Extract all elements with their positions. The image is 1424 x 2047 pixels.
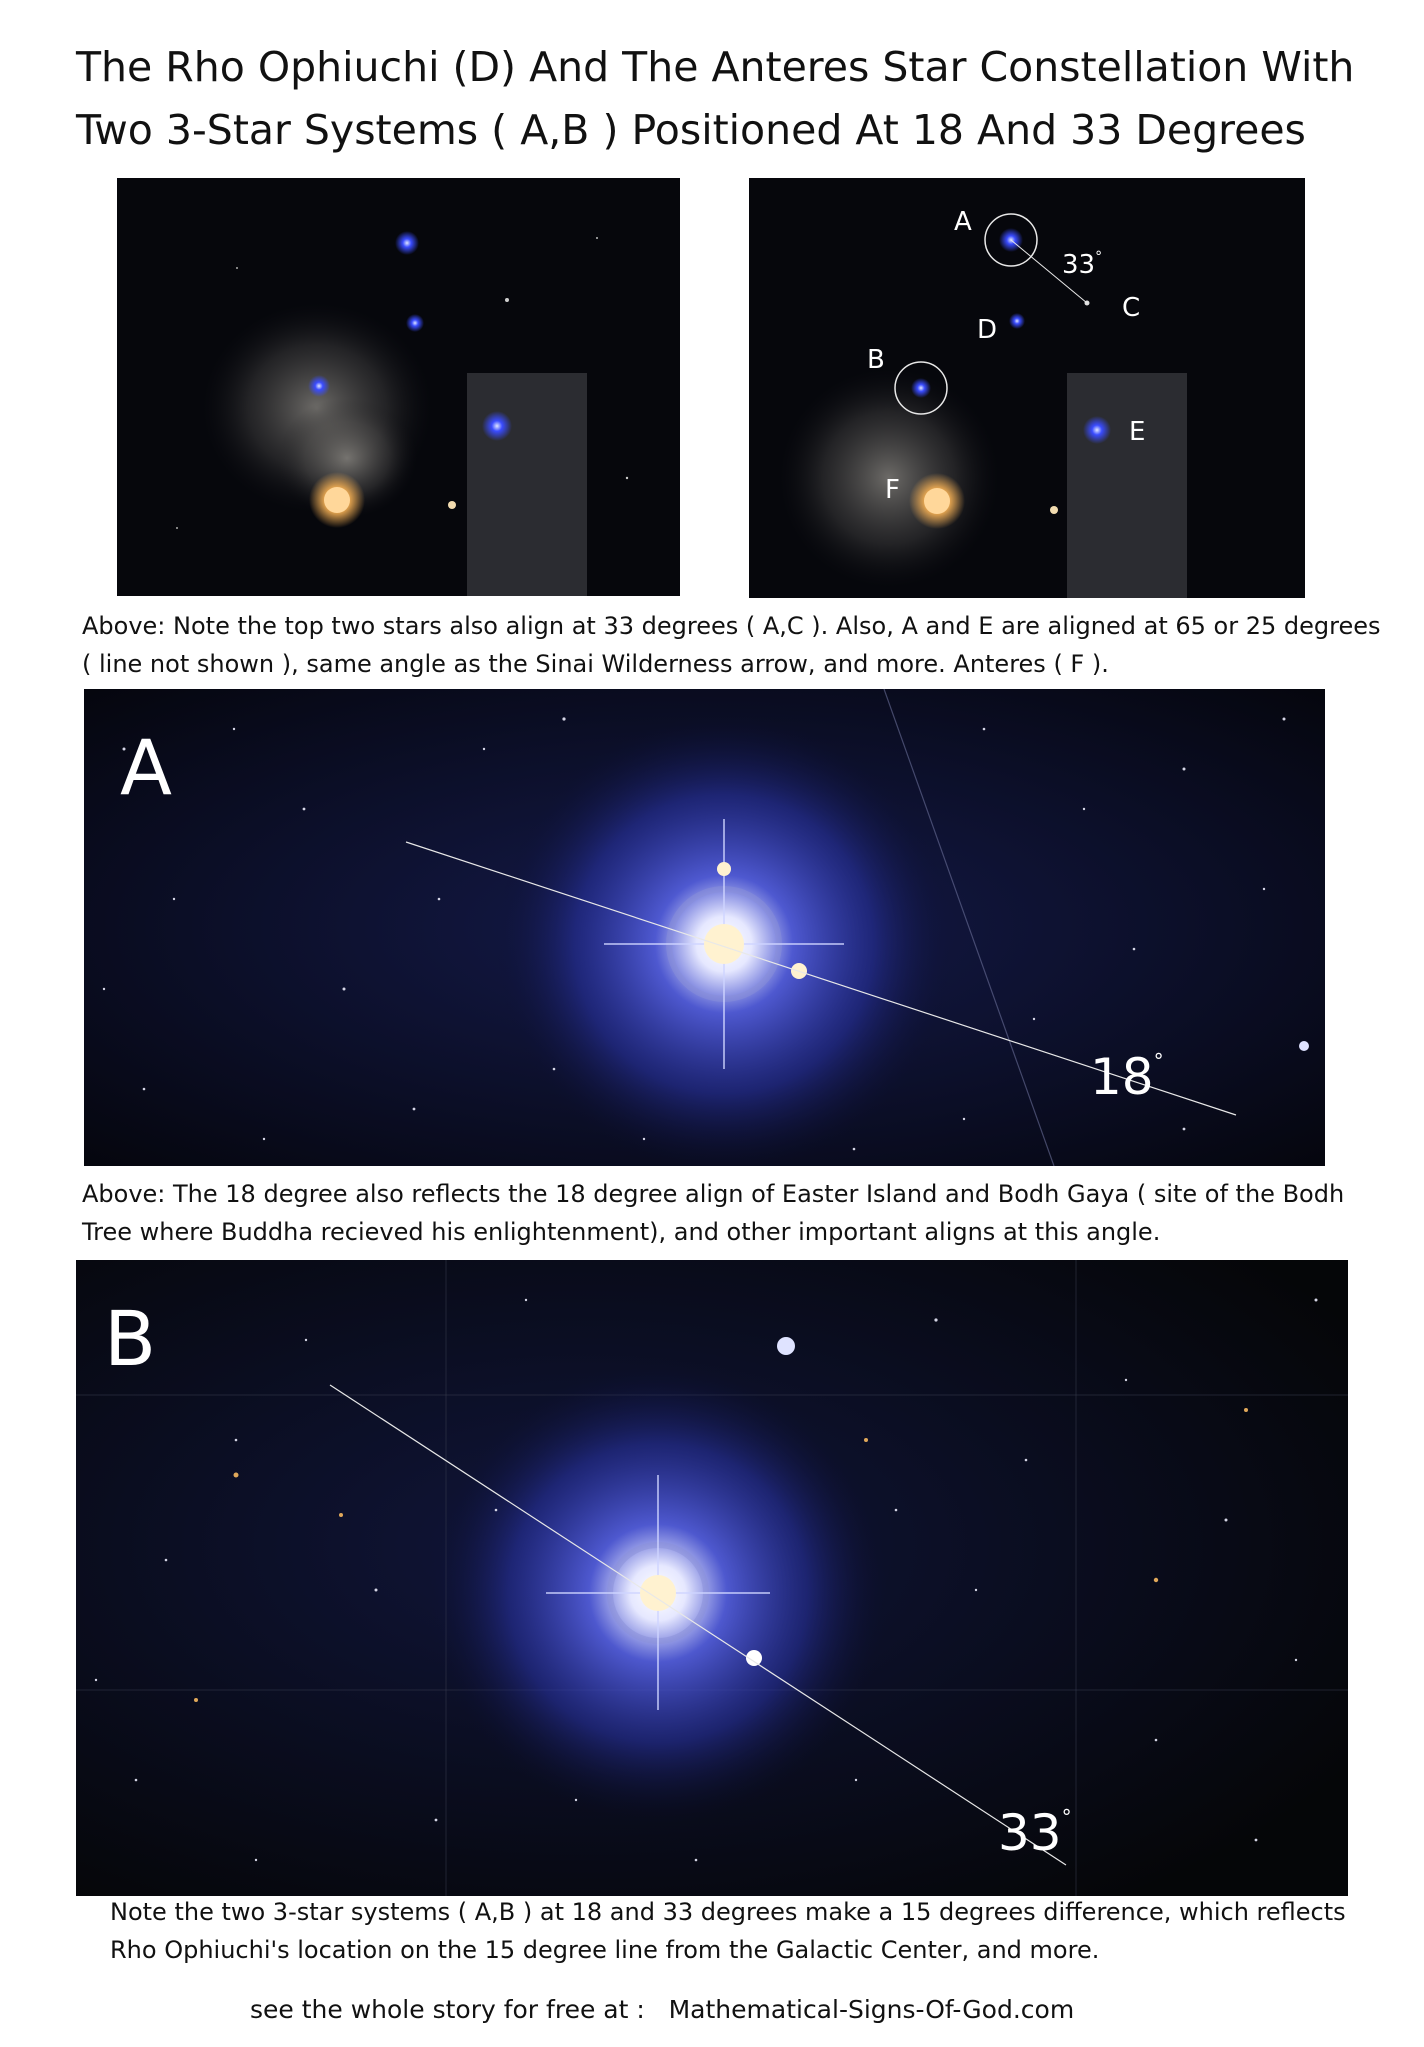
angle-line-33 — [329, 1384, 1067, 1866]
circle-a — [984, 213, 1038, 267]
star-e — [1083, 416, 1111, 444]
circle-b — [894, 361, 948, 415]
rho-ophiuchi-field-labeled: A 33° C D B E F — [749, 178, 1305, 598]
star-a-companion-1 — [717, 862, 731, 876]
label-c: C — [1122, 293, 1140, 323]
angle-label-18: 18° — [1090, 1048, 1164, 1106]
star-b-companion-1 — [746, 1650, 762, 1666]
caption-bottom: Note the two 3-star systems ( A,B ) at 1… — [110, 1898, 1346, 1964]
star-d — [1009, 313, 1025, 329]
caption-top: Above: Note the top two stars also align… — [82, 612, 1381, 678]
rho-ophiuchi-field-left — [117, 178, 680, 596]
background-stars — [102, 717, 1286, 1151]
star-system-a-field: A 18° — [84, 689, 1325, 1166]
angle-label-33: 33° — [1062, 249, 1102, 280]
angle-line-33 — [1010, 239, 1088, 304]
title-line-2: Two 3-Star Systems ( A,B ) Positioned At… — [76, 106, 1306, 154]
star-system-b-field: B 33° — [76, 1260, 1348, 1896]
label-b: B — [867, 345, 885, 375]
nebula-cloud — [779, 368, 999, 588]
angle-label-33: 33° — [998, 1804, 1072, 1862]
star-b-companion-2 — [777, 1337, 795, 1355]
panel-b-label: B — [104, 1294, 156, 1383]
star-e — [482, 411, 512, 441]
caption-middle: Above: The 18 degree also reflects the 1… — [82, 1180, 1345, 1246]
panel-a-label: A — [120, 723, 172, 812]
label-d: D — [977, 315, 997, 345]
angle-line-18 — [405, 841, 1237, 1116]
label-e: E — [1129, 417, 1145, 447]
star-b — [911, 378, 931, 398]
background-stars — [94, 1298, 1318, 1862]
star-a-primary — [704, 924, 744, 964]
rho-ophiuchi-photo-left — [117, 178, 680, 596]
page-title: The Rho Ophiuchi (D) And The Anteres Sta… — [76, 36, 1376, 162]
star-d — [406, 314, 424, 332]
star-a — [395, 231, 419, 255]
star-b-primary — [640, 1575, 676, 1611]
label-a: A — [954, 207, 972, 237]
rho-ophiuchi-photo-labeled: A 33° C D B E F — [749, 178, 1305, 598]
star-b — [308, 375, 330, 397]
orange-stars — [194, 1408, 1248, 1702]
label-f: F — [885, 475, 900, 505]
footer-source-link: see the whole story for free at : Mathem… — [250, 1995, 1075, 2024]
title-line-1: The Rho Ophiuchi (D) And The Anteres Sta… — [76, 43, 1355, 91]
star-system-b-photo: B 33° — [76, 1260, 1348, 1896]
star-system-a-photo: A 18° — [84, 689, 1325, 1166]
